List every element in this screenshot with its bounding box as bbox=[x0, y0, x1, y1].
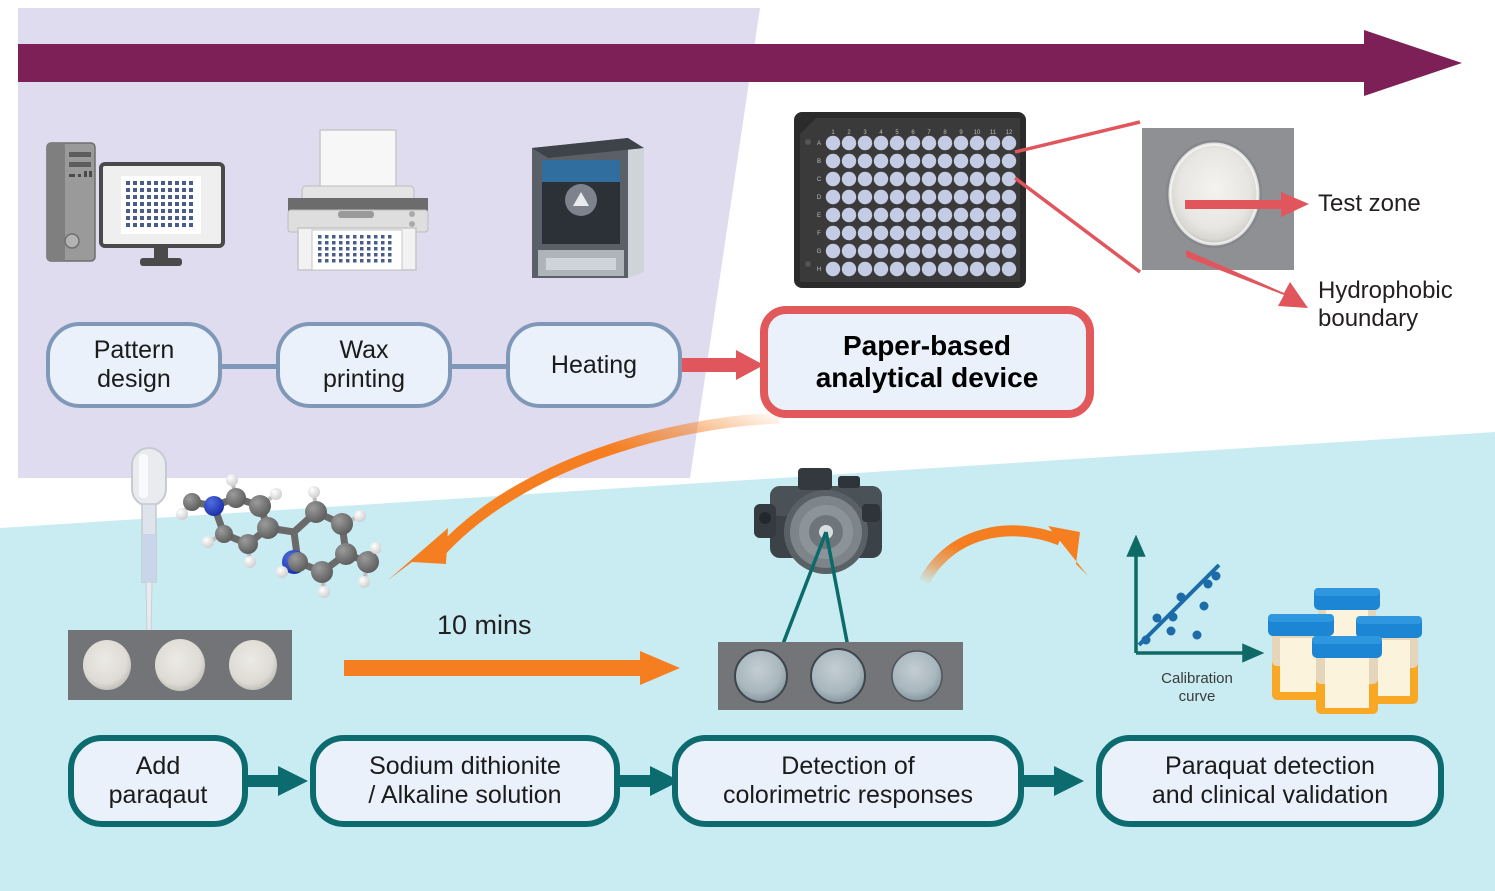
svg-text:9: 9 bbox=[959, 130, 963, 136]
computer-icon bbox=[46, 142, 225, 266]
step-label-line1: Detection of bbox=[781, 752, 915, 780]
urine-sample-cups-icon bbox=[1268, 588, 1422, 714]
device-box-paper-based-analytical-device[interactable]: Paper-based analytical device bbox=[760, 306, 1094, 418]
chart-axes bbox=[1126, 535, 1265, 663]
step-label-line2: printing bbox=[323, 365, 405, 393]
label-test-zone: Test zone bbox=[1318, 190, 1421, 217]
svg-text:6: 6 bbox=[911, 130, 915, 136]
svg-text:10: 10 bbox=[974, 130, 981, 136]
arrow-add-to-dithionite bbox=[248, 766, 308, 796]
step-box-pattern-design[interactable]: Pattern design bbox=[46, 322, 222, 408]
step-label-line1: Paraquat detection bbox=[1165, 752, 1375, 780]
step-label-line1: Heating bbox=[550, 350, 638, 379]
svg-text:4: 4 bbox=[879, 130, 883, 136]
workflow-direction-arrow bbox=[18, 30, 1462, 96]
paper-strip-before bbox=[68, 630, 292, 700]
connector-wax-heating bbox=[448, 364, 510, 369]
step-box-add-paraquat[interactable]: Add paraqaut bbox=[68, 735, 248, 827]
svg-text:E: E bbox=[817, 213, 821, 219]
arrow-detection-to-validation bbox=[1024, 766, 1084, 796]
test-zone-callout-arrow bbox=[1185, 192, 1309, 217]
hydrophobic-boundary-callout-arrow bbox=[1186, 250, 1308, 308]
step-label-line2: design bbox=[97, 365, 171, 393]
step-box-paraquat-validation[interactable]: Paraquat detection and clinical validati… bbox=[1096, 735, 1444, 827]
step-box-sodium-dithionite[interactable]: Sodium dithionite / Alkaline solution bbox=[310, 735, 620, 827]
printer-icon bbox=[287, 129, 429, 271]
chart-caption-line1: Calibration bbox=[1161, 670, 1233, 687]
connector-pattern-wax bbox=[218, 364, 280, 369]
test-zone-micrograph bbox=[1142, 128, 1294, 270]
step-box-heating[interactable]: Heating bbox=[506, 322, 682, 408]
svg-text:3: 3 bbox=[863, 130, 867, 136]
device-label-line2: analytical device bbox=[815, 362, 1039, 393]
label-reaction-time: 10 mins bbox=[437, 610, 532, 640]
svg-text:12: 12 bbox=[1006, 130, 1013, 136]
paraquat-molecule-icon bbox=[176, 474, 381, 598]
step-label-line1: Sodium dithionite bbox=[369, 752, 561, 780]
arrow-heating-to-device bbox=[682, 350, 764, 380]
label-line1: Hydrophobic bbox=[1318, 277, 1453, 304]
step-label-line2: and clinical validation bbox=[1151, 781, 1389, 809]
svg-text:1: 1 bbox=[831, 130, 835, 136]
chart-caption-line2: curve bbox=[1178, 687, 1216, 705]
svg-text:5: 5 bbox=[895, 130, 899, 136]
pipette-icon bbox=[131, 447, 167, 644]
svg-text:7: 7 bbox=[927, 130, 931, 136]
step-label-line2: paraqaut bbox=[108, 781, 208, 809]
svg-text:G: G bbox=[817, 249, 822, 255]
svg-text:8: 8 bbox=[943, 130, 947, 136]
step-label-line2: / Alkaline solution bbox=[368, 781, 562, 809]
svg-text:B: B bbox=[817, 159, 821, 165]
step-box-detection-colorimetric[interactable]: Detection of colorimetric responses bbox=[672, 735, 1024, 827]
svg-text:A: A bbox=[817, 141, 821, 147]
svg-text:H: H bbox=[817, 267, 821, 273]
label-line2: boundary bbox=[1318, 305, 1419, 333]
label-hydrophobic-boundary: Hydrophobic boundary bbox=[1318, 277, 1453, 334]
arrow-device-to-assay bbox=[388, 412, 781, 580]
oven-icon bbox=[532, 138, 644, 278]
svg-text:11: 11 bbox=[990, 130, 997, 136]
step-label-line2: colorimetric responses bbox=[722, 781, 974, 809]
svg-text:C: C bbox=[817, 177, 822, 183]
svg-text:F: F bbox=[817, 231, 821, 237]
chart-scatter-points bbox=[1141, 571, 1221, 645]
step-label-line1: Pattern bbox=[93, 336, 175, 364]
calibration-curve-chart bbox=[1126, 535, 1265, 663]
zoom-leader-lines bbox=[1013, 120, 1142, 274]
arrow-dithionite-to-detection bbox=[620, 766, 680, 796]
arrow-camera-to-chart bbox=[920, 525, 1088, 585]
chart-trendline bbox=[1137, 563, 1221, 647]
chart-caption: Calibration curve bbox=[1124, 670, 1270, 705]
svg-text:D: D bbox=[817, 195, 822, 201]
step-box-wax-printing[interactable]: Wax printing bbox=[276, 322, 452, 408]
svg-text:2: 2 bbox=[847, 130, 851, 136]
step-label-line1: Add bbox=[135, 752, 181, 780]
arrow-reaction-time bbox=[344, 651, 680, 685]
device-label-line1: Paper-based bbox=[842, 330, 1012, 361]
paper-strip-after bbox=[718, 642, 963, 710]
step-label-line1: Wax bbox=[339, 336, 389, 364]
